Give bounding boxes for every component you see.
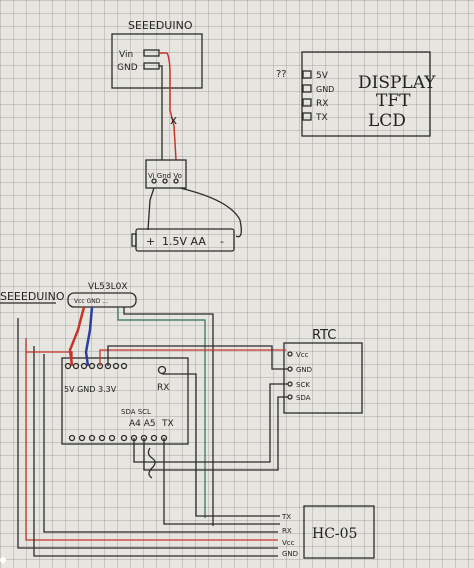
battery-plus-wire — [147, 187, 155, 231]
sensor-vcc-red-wire — [68, 306, 86, 367]
wire-coil — [147, 447, 156, 479]
sensor-label: VL53L0X — [88, 282, 128, 292]
battery-voltage-label: 1.5V AA — [162, 235, 206, 248]
left-red-rail — [25, 338, 278, 541]
display-pin-5v — [302, 70, 312, 79]
sensor-pins-label: Vcc GND ... — [74, 298, 108, 305]
battery-plus-label: + — [146, 235, 155, 248]
vl53l0x-sensor: VL53L0X Vcc GND ... — [67, 282, 137, 308]
rtc-sda-label: SDA — [296, 394, 311, 402]
top-seeeduino-board: SEEEDUINO Vin GND — [111, 19, 203, 89]
bottom-arduino-board: 5V GND 3.3V RX SDA SCL A4 A5 TX — [61, 357, 189, 445]
rtc-gnd-wire — [107, 345, 288, 370]
board-tx-label: TX — [161, 419, 174, 429]
tft-display-module: ?? 5V GND RX TX DISPLAY TFT LCD — [276, 51, 436, 137]
hc05-tx-label: TX — [281, 513, 291, 521]
display-pin-rx — [302, 98, 312, 107]
rx-to-hc05-wire — [162, 373, 280, 517]
hc05-rx-label: RX — [282, 527, 292, 535]
battery-minus-label: - — [220, 235, 224, 248]
board-top-pin-row — [64, 362, 167, 375]
rtc-vcc-red-wire — [99, 349, 286, 366]
gnd-pin-label: GND — [117, 63, 138, 73]
board-bottom-pin-row — [68, 434, 168, 442]
rtc-gnd-label: GND — [296, 366, 312, 374]
display-pin-tx — [302, 112, 312, 121]
gnd-pin-header — [143, 62, 160, 70]
display-title-line1: DISPLAY — [358, 73, 436, 93]
hc05-bluetooth-module: HC-05 TX RX Vcc GND — [281, 505, 375, 559]
hc05-vcc-label: Vcc — [282, 539, 295, 547]
a5-to-sck-wire — [133, 383, 288, 463]
battery-connector-pins: Vi Gnd Vo — [148, 172, 182, 180]
left-inner-wire — [43, 354, 278, 533]
board-sda-scl-label: SDA SCL — [121, 408, 151, 416]
battery-connector: Vi Gnd Vo — [145, 159, 187, 189]
display-5v-label: 5V — [316, 71, 329, 81]
display-question-mark: ?? — [276, 69, 287, 80]
tx-to-hc05-wire — [163, 438, 280, 525]
left-gnd-rail — [33, 346, 278, 557]
sensor-sda-wire — [117, 307, 206, 518]
rtc-vcc-label: Vcc — [296, 351, 309, 359]
bottom-seeeduino-label: SEEEDUINO — [0, 290, 65, 303]
display-title-line2: TFT — [376, 91, 411, 111]
battery: + 1.5V AA - — [131, 228, 235, 252]
rtc-sck-label: SCK — [296, 381, 310, 389]
corner-dot — [0, 557, 6, 563]
board-power-pins: 5V GND 3.3V — [64, 385, 117, 394]
hc05-label: HC-05 — [312, 526, 357, 542]
rtc-module: RTC Vcc GND SCK SDA — [283, 328, 363, 414]
gnd-wire — [159, 65, 163, 160]
display-gnd-label: GND — [316, 85, 334, 94]
vin-pin-header — [143, 49, 160, 57]
battery-minus-wire — [179, 187, 242, 238]
a4-to-sda-wire — [143, 396, 288, 471]
board-analog-label: A4 A5 — [129, 419, 156, 429]
left-outer-wire — [17, 318, 278, 549]
switch-mark: x — [170, 113, 177, 127]
top-seeeduino-label: SEEEDUINO — [128, 19, 193, 32]
vin-pin-label: Vin — [119, 50, 133, 60]
sensor-gnd-blue-wire — [84, 306, 94, 367]
display-tx-label: TX — [315, 113, 328, 123]
sensor-scl-wire — [123, 307, 214, 526]
hc05-gnd-label: GND — [282, 550, 298, 558]
vin-red-wire — [159, 52, 177, 161]
board-rx-label: RX — [157, 383, 169, 393]
rtc-label: RTC — [312, 328, 336, 343]
display-rx-label: RX — [316, 99, 328, 109]
display-pin-gnd — [302, 84, 312, 93]
5v-to-rail-wire — [26, 351, 73, 366]
display-title-line3: LCD — [368, 111, 406, 131]
